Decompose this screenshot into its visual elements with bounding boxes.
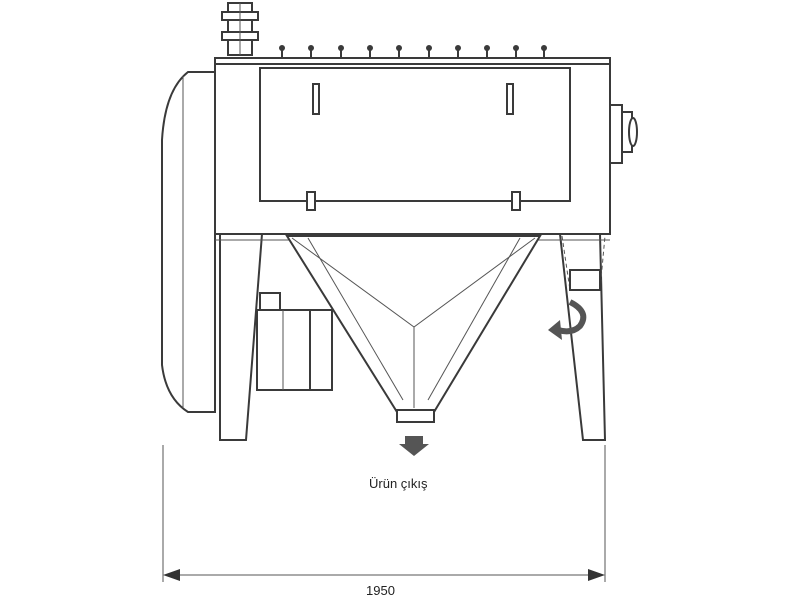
bolt-head — [484, 45, 490, 51]
dimension-width-label: 1950 — [366, 583, 395, 598]
bolt-head — [367, 45, 373, 51]
door-handle-left — [312, 83, 320, 115]
door-handle-right — [506, 83, 514, 115]
product-outlet-label: Ürün çıkış — [369, 476, 428, 491]
bolt-head — [426, 45, 432, 51]
top-bolts — [279, 45, 547, 58]
motor — [256, 292, 333, 391]
side-chute — [561, 235, 606, 291]
inspection-door — [259, 67, 571, 202]
bolt-head — [279, 45, 285, 51]
bolt-head — [513, 45, 519, 51]
bolt-head — [396, 45, 402, 51]
bolt-head — [455, 45, 461, 51]
top-coupling — [221, 2, 259, 56]
outlet-down-arrow-icon — [399, 436, 429, 456]
bolt-head — [308, 45, 314, 51]
door-hinge-right — [511, 191, 521, 211]
flow-arrow-icon — [548, 299, 587, 340]
dimension-line — [162, 445, 606, 582]
door-hinge-left — [306, 191, 316, 211]
main-housing — [214, 57, 611, 235]
end-bearing — [609, 104, 638, 164]
drive-cover — [161, 71, 216, 413]
bolt-head — [541, 45, 547, 51]
bolt-head — [338, 45, 344, 51]
discharge-hopper — [285, 235, 542, 423]
outlet-spout — [396, 409, 435, 423]
